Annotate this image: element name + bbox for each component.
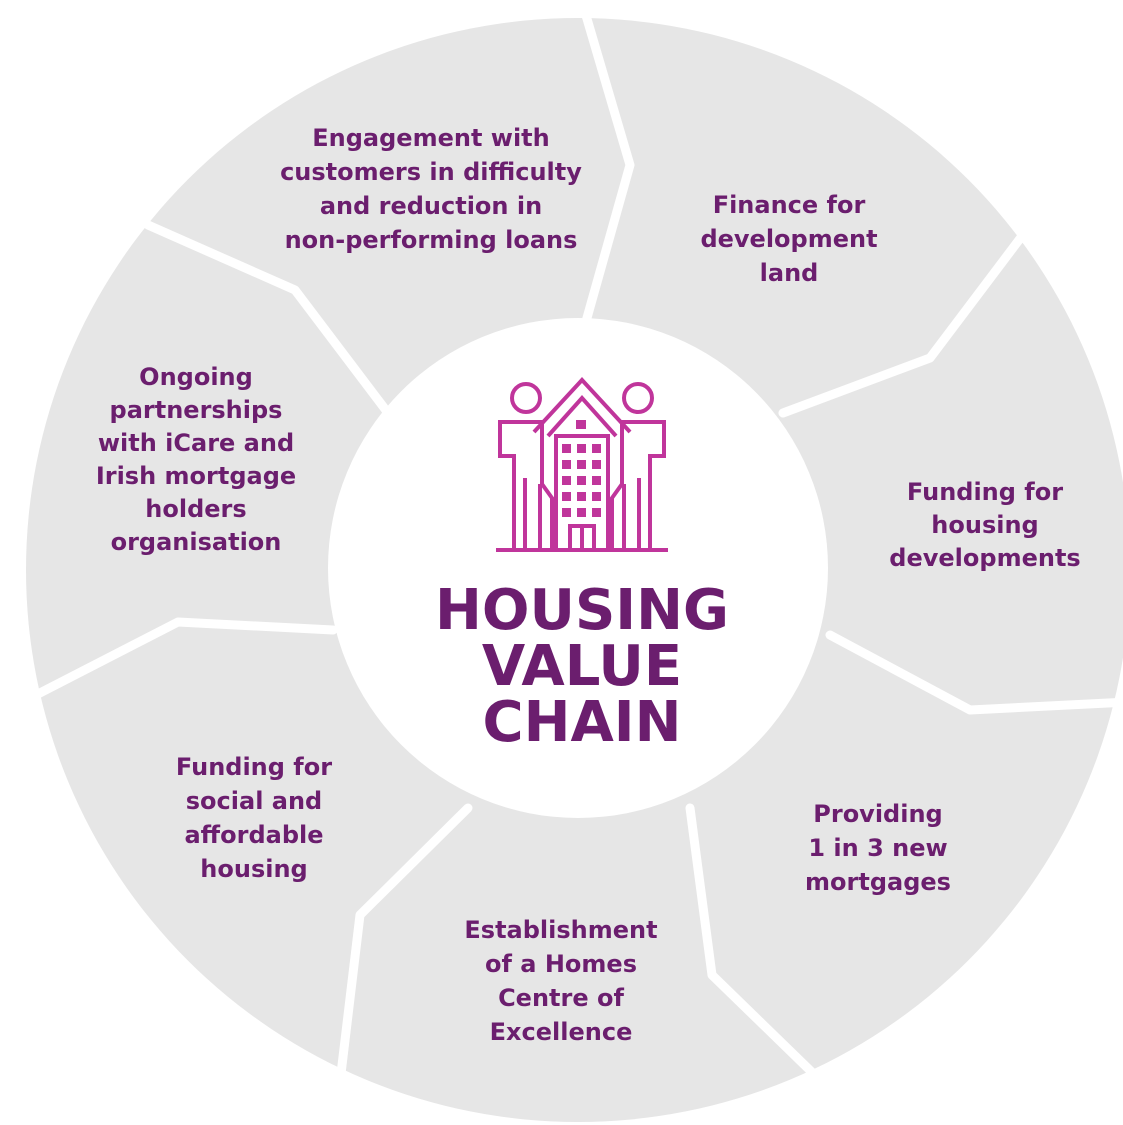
segment-partnerships-line-2: partnerships	[110, 396, 283, 424]
center-circle	[328, 318, 828, 818]
segment-new-mortgages-line-1: Providing	[813, 800, 942, 828]
segment-social-affordable-line-1: Funding for	[176, 753, 332, 781]
segment-labels: Engagement with customers in difficulty an…	[96, 124, 1081, 1046]
segment-finance-land: Finance for development land	[700, 191, 877, 287]
segment-new-mortgages-line-3: mortgages	[805, 868, 951, 896]
segment-engagement-line-3: and reduction in	[320, 192, 542, 220]
center-title-line-1: HOUSING	[435, 578, 729, 643]
segment-social-affordable: Funding for social and affordable housing	[176, 753, 332, 883]
segment-social-affordable-line-4: housing	[200, 855, 307, 883]
segment-new-mortgages: Providing 1 in 3 new mortgages	[805, 800, 951, 896]
center-title: HOUSING VALUE CHAIN	[435, 578, 729, 755]
divider-developments-mortgages	[825, 630, 1123, 715]
segment-engagement-line-4: non-performing loans	[285, 226, 578, 254]
segment-partnerships-line-4: Irish mortgage	[96, 462, 296, 490]
segment-partnerships-line-5: holders	[145, 495, 246, 523]
segment-finance-land-line-2: development	[700, 225, 877, 253]
segment-engagement-line-1: Engagement with	[312, 124, 549, 152]
segment-funding-developments-line-3: developments	[889, 544, 1080, 572]
segment-new-mortgages-line-2: 1 in 3 new	[808, 834, 947, 862]
segment-engagement: Engagement with customers in difficulty an…	[280, 124, 582, 254]
segment-partnerships-line-3: with iCare and	[98, 429, 294, 457]
segment-finance-land-line-1: Finance for	[713, 191, 866, 219]
segment-partnerships-line-6: organisation	[111, 528, 282, 556]
wheel	[26, 7, 1123, 1122]
segment-partnerships-line-1: Ongoing	[139, 363, 253, 391]
divider-partnerships-engagement	[143, 220, 393, 418]
segment-funding-developments: Funding for housing developments	[889, 478, 1080, 572]
divider-social-partnerships	[31, 617, 338, 700]
segment-funding-developments-line-1: Funding for	[907, 478, 1063, 506]
center-title-line-3: CHAIN	[482, 690, 681, 755]
segment-social-affordable-line-3: affordable	[184, 821, 323, 849]
segment-homes-centre-line-1: Establishment	[464, 916, 657, 944]
housing-people-building-icon	[496, 377, 668, 552]
segment-homes-centre-line-3: Centre of	[498, 984, 624, 1012]
segment-funding-developments-line-2: housing	[931, 511, 1038, 539]
segment-homes-centre-line-4: Excellence	[490, 1018, 633, 1046]
divider-mortgages-homes	[685, 803, 827, 1087]
segment-homes-centre-line-2: of a Homes	[485, 950, 637, 978]
segment-dividers	[31, 7, 1123, 1087]
divider-homes-social	[335, 803, 473, 1087]
center-title-line-2: VALUE	[482, 634, 682, 699]
segment-finance-land-line-3: land	[760, 259, 819, 287]
divider-engagement-finance	[580, 7, 635, 330]
divider-finance-developments	[778, 227, 1030, 418]
segment-social-affordable-line-2: social and	[186, 787, 322, 815]
segment-engagement-line-2: customers in difficulty	[280, 158, 582, 186]
